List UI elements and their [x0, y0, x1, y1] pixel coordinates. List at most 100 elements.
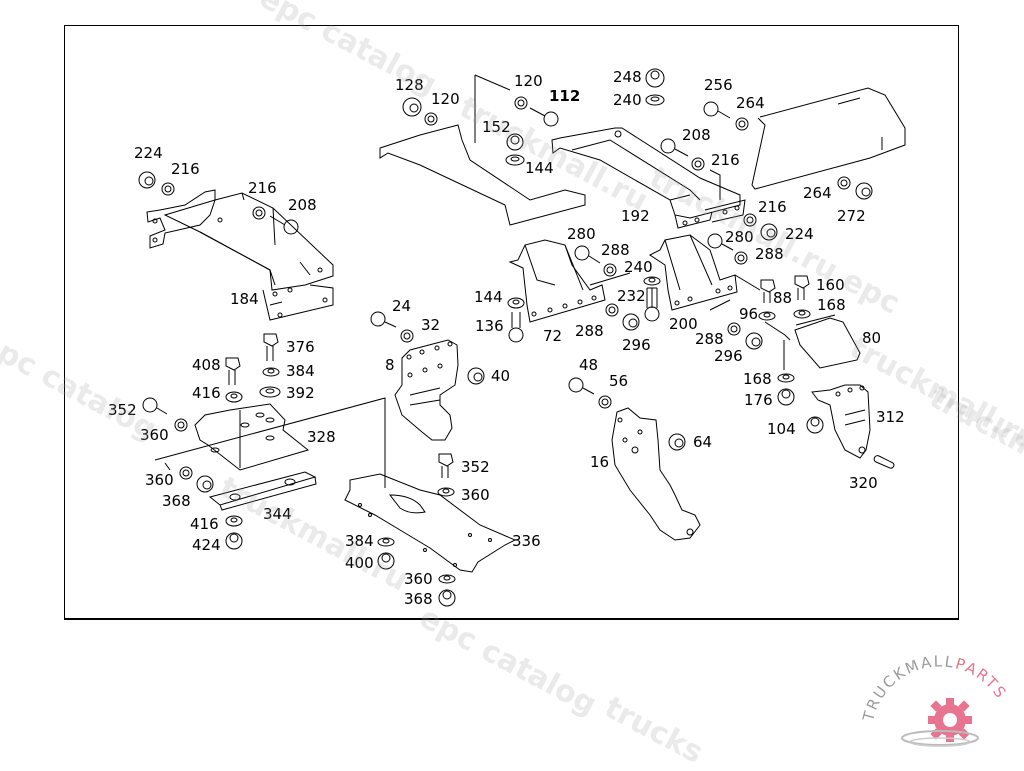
- washer-168[interactable]: [777, 373, 795, 383]
- bolt-232[interactable]: [644, 287, 660, 322]
- washer-416[interactable]: [225, 391, 243, 403]
- callout-144[interactable]: 144: [525, 159, 554, 177]
- nut-104[interactable]: [806, 416, 824, 434]
- nut-368[interactable]: [438, 589, 456, 607]
- washer-288[interactable]: [605, 303, 619, 317]
- callout-376[interactable]: 376: [286, 338, 315, 356]
- callout-416[interactable]: 416: [192, 384, 221, 402]
- nut-296[interactable]: [622, 313, 640, 331]
- bolt-208[interactable]: [269, 215, 299, 235]
- callout-120[interactable]: 120: [514, 72, 543, 90]
- bolt-112[interactable]: [529, 107, 559, 127]
- nut-368[interactable]: [196, 475, 214, 493]
- callout-168[interactable]: 168: [817, 296, 846, 314]
- callout-424[interactable]: 424: [192, 536, 221, 554]
- bolt-136[interactable]: [508, 312, 524, 343]
- nut-224[interactable]: [760, 223, 778, 241]
- callout-208[interactable]: 208: [682, 126, 711, 144]
- callout-352[interactable]: 352: [461, 458, 490, 476]
- callout-240[interactable]: 240: [624, 258, 653, 276]
- engine-mount-200[interactable]: [649, 234, 761, 311]
- callout-160[interactable]: 160: [816, 276, 845, 294]
- bracket-312[interactable]: [811, 384, 871, 459]
- washer-264[interactable]: [735, 117, 749, 131]
- washer-216[interactable]: [691, 157, 705, 171]
- callout-392[interactable]: 392: [286, 384, 315, 402]
- cross-member-336[interactable]: [344, 473, 517, 573]
- callout-416[interactable]: 416: [190, 515, 219, 533]
- engine-mount-72[interactable]: [508, 239, 631, 323]
- nut-176[interactable]: [777, 388, 795, 406]
- bolt-408[interactable]: [225, 357, 241, 385]
- washer-360[interactable]: [438, 574, 456, 584]
- bolt-352[interactable]: [438, 453, 454, 478]
- truckmallparts-logo[interactable]: TRUCKMALLPARTS: [855, 640, 1024, 750]
- bolt-280[interactable]: [707, 233, 734, 251]
- bolt-24[interactable]: [370, 311, 397, 328]
- callout-168[interactable]: 168: [743, 370, 772, 388]
- washer-216[interactable]: [161, 182, 175, 196]
- callout-88[interactable]: 88: [773, 289, 793, 307]
- callout-192[interactable]: 192: [621, 207, 650, 225]
- callout-96[interactable]: 96: [739, 305, 759, 323]
- bolt-280[interactable]: [574, 245, 601, 264]
- washer-360[interactable]: [437, 487, 455, 497]
- callout-320[interactable]: 320: [849, 474, 878, 492]
- washer-96[interactable]: [758, 311, 776, 321]
- callout-344[interactable]: 344: [263, 505, 292, 523]
- washer-288[interactable]: [734, 251, 748, 265]
- callout-152[interactable]: 152: [482, 118, 511, 136]
- callout-40[interactable]: 40: [491, 367, 511, 385]
- washer-392[interactable]: [259, 386, 281, 398]
- washer-360[interactable]: [174, 418, 188, 432]
- callout-208[interactable]: 208: [288, 196, 317, 214]
- callout-256[interactable]: 256: [704, 76, 733, 94]
- callout-232[interactable]: 232: [617, 287, 646, 305]
- callout-16[interactable]: 16: [590, 453, 610, 471]
- callout-8[interactable]: 8: [385, 356, 395, 374]
- callout-288[interactable]: 288: [575, 322, 604, 340]
- nut-128[interactable]: [402, 97, 422, 117]
- callout-240[interactable]: 240: [613, 91, 642, 109]
- callout-120[interactable]: 120: [431, 90, 460, 108]
- callout-224[interactable]: 224: [134, 144, 163, 162]
- callout-384[interactable]: 384: [345, 532, 374, 550]
- nut-400[interactable]: [377, 552, 395, 570]
- washer-144[interactable]: [505, 154, 525, 166]
- bolt-376[interactable]: [263, 333, 279, 361]
- callout-176[interactable]: 176: [744, 391, 773, 409]
- callout-144[interactable]: 144: [474, 288, 503, 306]
- callout-352[interactable]: 352: [108, 401, 137, 419]
- callout-32[interactable]: 32: [421, 316, 441, 334]
- bolt-352[interactable]: [142, 397, 168, 415]
- callout-216[interactable]: 216: [711, 151, 740, 169]
- callout-264[interactable]: 264: [803, 184, 832, 202]
- washer-120[interactable]: [514, 96, 528, 110]
- nut-296[interactable]: [745, 332, 763, 350]
- bracket-8[interactable]: [394, 339, 459, 441]
- washer-384[interactable]: [262, 367, 280, 377]
- washer-216[interactable]: [252, 206, 266, 220]
- washer-288[interactable]: [603, 263, 617, 277]
- pin-320[interactable]: [873, 455, 895, 469]
- callout-280[interactable]: 280: [725, 228, 754, 246]
- callout-200[interactable]: 200: [669, 315, 698, 333]
- nut-248[interactable]: [645, 68, 665, 88]
- bracket-16[interactable]: [611, 407, 701, 541]
- callout-384[interactable]: 384: [286, 362, 315, 380]
- washer-32[interactable]: [400, 329, 414, 343]
- callout-360[interactable]: 360: [404, 570, 433, 588]
- callout-336[interactable]: 336: [512, 532, 541, 550]
- bolt-48[interactable]: [568, 377, 595, 395]
- callout-312[interactable]: 312: [876, 408, 905, 426]
- washer-384[interactable]: [377, 537, 395, 547]
- washer-168[interactable]: [793, 309, 811, 319]
- washer-264[interactable]: [837, 176, 851, 190]
- callout-280[interactable]: 280: [567, 225, 596, 243]
- callout-104[interactable]: 104: [767, 420, 796, 438]
- callout-368[interactable]: 368: [162, 492, 191, 510]
- callout-224[interactable]: 224: [785, 225, 814, 243]
- bolt-88[interactable]: [760, 279, 776, 303]
- callout-56[interactable]: 56: [609, 372, 629, 390]
- callout-216[interactable]: 216: [248, 179, 277, 197]
